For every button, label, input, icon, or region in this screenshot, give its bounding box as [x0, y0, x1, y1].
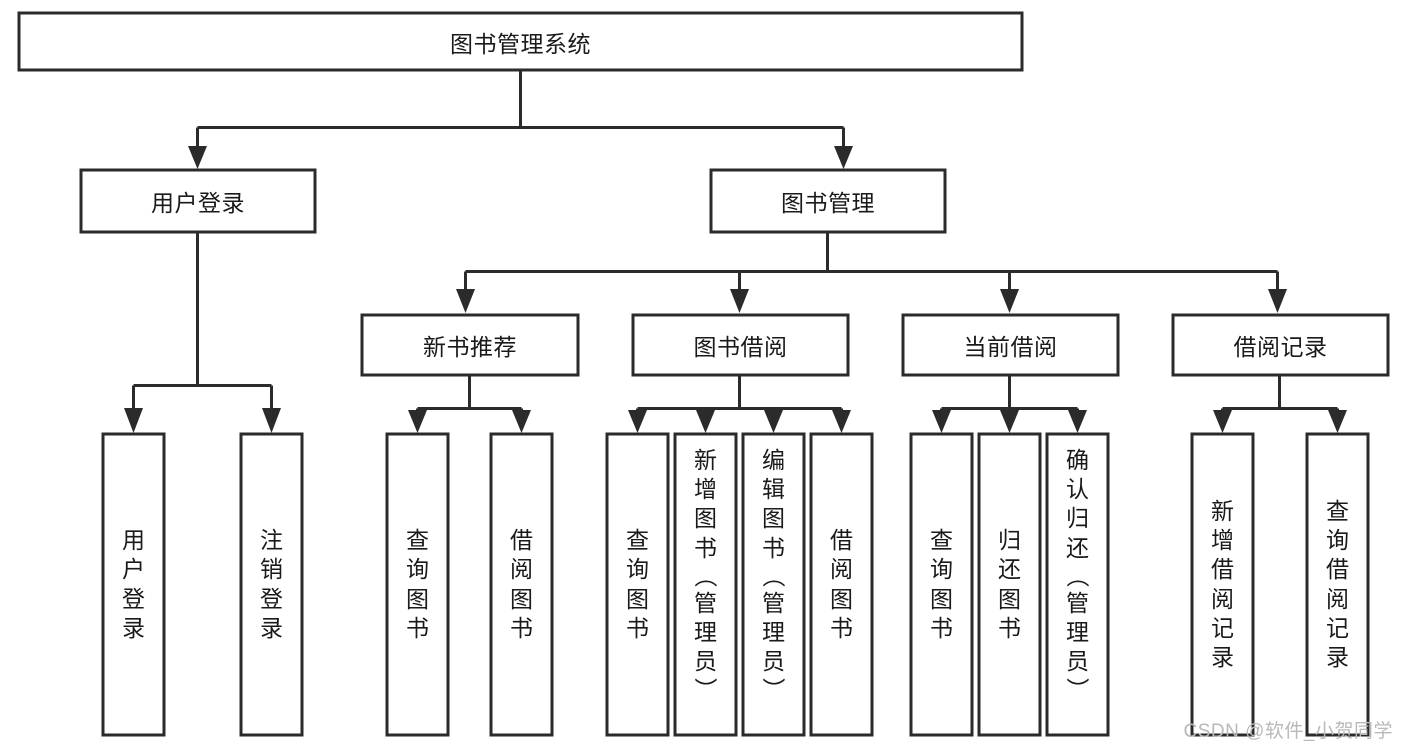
node-current-borrow[interactable]: [901, 313, 1120, 377]
arrowhead-leaf-user-login-1: [124, 408, 143, 433]
node-root[interactable]: [17, 11, 1024, 72]
node-leaf-user-login-1[interactable]: [101, 432, 166, 737]
arrowhead-leaf-currentborrow-2: [1000, 410, 1019, 433]
node-book-management[interactable]: [709, 168, 947, 234]
node-leaf-currentborrow-2[interactable]: [977, 432, 1042, 737]
arrowhead-leaf-currentborrow-1: [932, 410, 951, 433]
node-borrow-record[interactable]: [1171, 313, 1390, 377]
node-new-book-recommend[interactable]: [360, 313, 580, 377]
node-leaf-bookborrow-3[interactable]: [741, 432, 806, 737]
node-user-login[interactable]: [79, 168, 317, 234]
node-leaf-newbook-2[interactable]: [489, 432, 554, 737]
arrowhead-leaf-bookborrow-2: [696, 410, 715, 433]
arrowhead-leaf-currentborrow-3: [1068, 410, 1087, 433]
node-leaf-borrowrecord-2[interactable]: [1305, 432, 1370, 737]
arrowhead-book-mgmt: [834, 146, 853, 169]
node-leaf-currentborrow-3[interactable]: [1045, 432, 1110, 737]
node-leaf-bookborrow-1[interactable]: [605, 432, 670, 737]
arrowhead-leaf-bookborrow-3: [764, 410, 783, 433]
arrowhead-leaf-bookborrow-4: [832, 410, 851, 433]
node-leaf-bookborrow-2[interactable]: [673, 432, 738, 737]
arrowhead-leaf-newbook-1: [408, 410, 427, 433]
arrowhead-leaf-user-login-2: [262, 408, 281, 433]
node-leaf-bookborrow-4[interactable]: [809, 432, 874, 737]
node-leaf-currentborrow-1[interactable]: [909, 432, 974, 737]
arrowhead-user-login: [188, 146, 207, 169]
arrowhead-leaf-borrowrecord-2: [1328, 410, 1347, 433]
arrowhead-leaf-bookborrow-1: [628, 410, 647, 433]
node-leaf-borrowrecord-1[interactable]: [1190, 432, 1255, 737]
connector-layer: [124, 71, 1347, 433]
node-book-borrow[interactable]: [631, 313, 850, 377]
node-layer: [17, 11, 1390, 737]
arrowhead-current-borrow: [1000, 289, 1019, 313]
arrowhead-leaf-newbook-2: [512, 410, 531, 433]
arrowhead-new-book-recommend: [456, 289, 475, 313]
arrowhead-borrow-record: [1268, 289, 1287, 313]
node-leaf-newbook-1[interactable]: [385, 432, 450, 737]
node-leaf-user-login-2[interactable]: [239, 432, 304, 737]
arrowhead-leaf-borrowrecord-1: [1213, 410, 1232, 433]
arrowhead-book-borrow: [730, 289, 749, 313]
